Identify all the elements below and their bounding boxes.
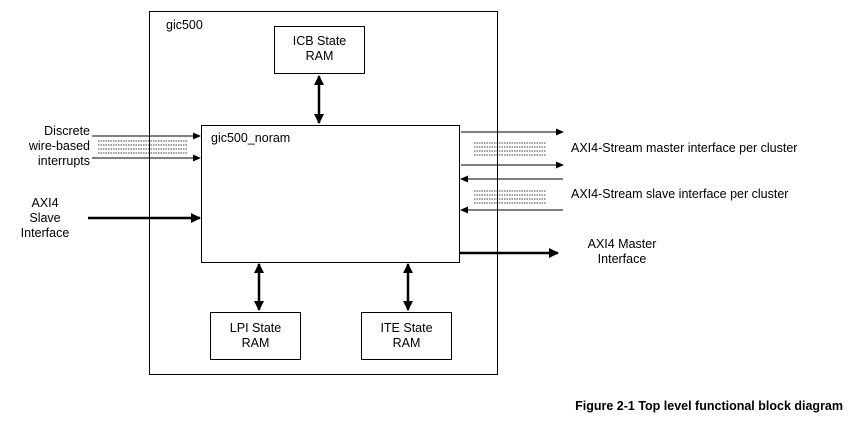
lpi-ram-label: LPI State RAM: [210, 321, 301, 351]
stream-slave-label: AXI4-Stream slave interface per cluster: [571, 187, 789, 201]
icb-ram-box: [274, 26, 365, 74]
gic500-noram-box: [201, 125, 460, 263]
ite-ram-line2: RAM: [392, 336, 421, 350]
axi4-slave-line2: Slave: [29, 211, 61, 225]
gic500-label: gic500: [166, 18, 203, 32]
icb-ram-line1: ICB State: [292, 34, 347, 48]
axi4-slave-label: AXI4 Slave Interface: [18, 196, 72, 241]
discrete-interrupts-label: Discrete wire-based interrupts: [6, 124, 90, 169]
axi4-master-line1: AXI4 Master: [587, 237, 657, 251]
axi4-slave-line1: AXI4: [31, 196, 59, 210]
gic500-box: [149, 11, 498, 375]
stream-slave-bus: [460, 175, 563, 214]
gic500-noram-label: gic500_noram: [211, 131, 291, 145]
axi4-slave-line3: Interface: [20, 226, 70, 240]
icb-ram-label: ICB State RAM: [274, 34, 365, 64]
ite-ram-label: ITE State RAM: [361, 321, 452, 351]
ite-ram-box: [361, 312, 452, 360]
stream-master-label: AXI4-Stream master interface per cluster: [571, 141, 798, 155]
lpi-ram-line2: RAM: [241, 336, 270, 350]
discrete-interrupts-bus: [92, 132, 201, 162]
discrete-line1: Discrete: [44, 124, 90, 138]
discrete-line3: interrupts: [37, 154, 90, 168]
axi4-master-line2: Interface: [597, 252, 647, 266]
discrete-line2: wire-based: [28, 139, 90, 153]
axi4-master-label: AXI4 Master Interface: [572, 237, 672, 267]
icb-ram-line2: RAM: [305, 49, 334, 63]
stream-master-bus: [461, 128, 564, 169]
figure-caption: Figure 2-1 Top level functional block di…: [575, 399, 843, 413]
lpi-ram-line1: LPI State: [229, 321, 282, 335]
lpi-ram-box: [210, 312, 301, 360]
ite-ram-line1: ITE State: [380, 321, 433, 335]
